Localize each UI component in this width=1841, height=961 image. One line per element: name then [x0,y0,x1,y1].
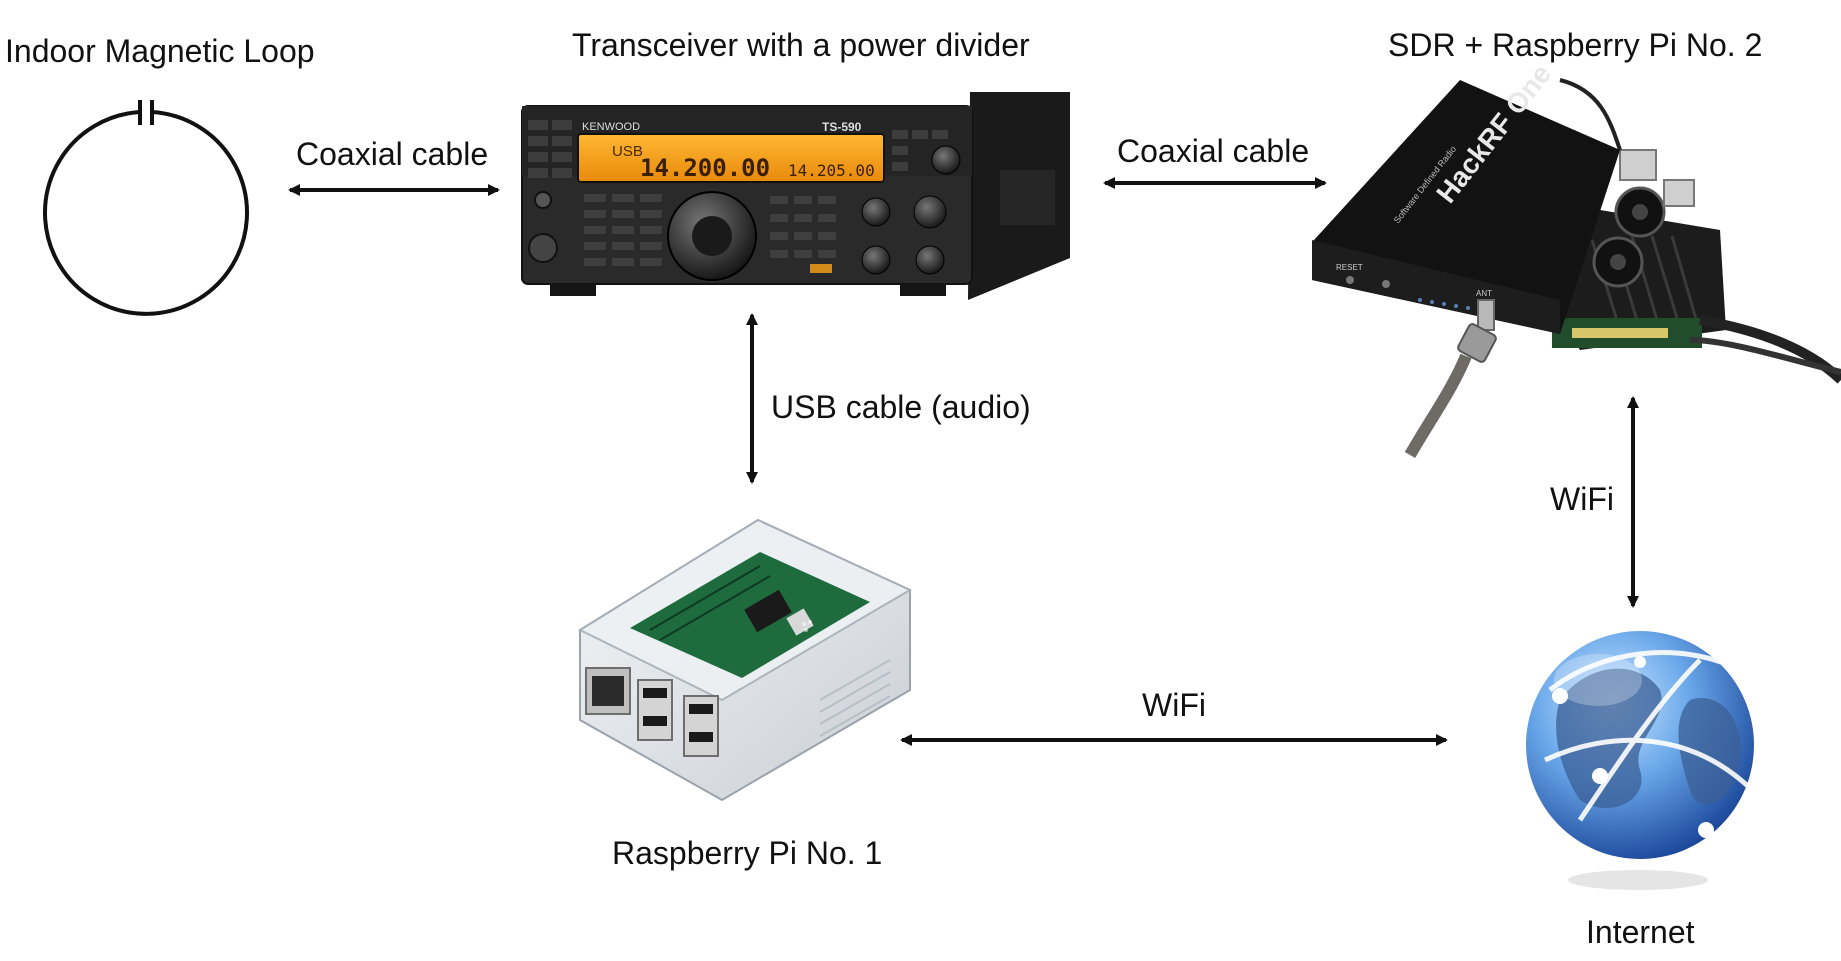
radio-model: TS-590 [822,120,862,134]
radio-mode: USB [612,143,643,160]
radio-frequency-sub: 14.205.00 [788,161,875,180]
coax-cable-left-label: Coaxial cable [296,136,488,172]
magnetic-loop-icon [43,100,249,316]
radio-frequency-main: 14.200.00 [640,154,770,182]
sdr-antenna-label: ANT [1476,289,1492,298]
wifi-bottom-label: WiFi [1142,687,1206,723]
internet-label: Internet [1586,914,1695,950]
coax-cable-right-label: Coaxial cable [1117,133,1309,169]
radio-brand: KENWOOD [582,121,640,133]
rpi1-label: Raspberry Pi No. 1 [612,835,882,871]
sdr-label: SDR + Raspberry Pi No. 2 [1388,27,1762,63]
usb-cable-label: USB cable (audio) [771,389,1031,425]
transceiver-label: Transceiver with a power divider [572,27,1030,63]
internet-globe-icon [1526,631,1754,890]
transceiver-image: KENWOOD TS-590 USB 14.200.00 14.205.00 [521,92,1070,300]
sdr-reset-label: RESET [1336,263,1363,272]
sdr-raspberry-pi-image: HackRF One Software Defined Radio RESET … [1312,58,1841,458]
loop-label: Indoor Magnetic Loop [5,33,315,69]
wifi-right-label: WiFi [1550,481,1614,517]
raspberry-pi-image [577,518,913,802]
